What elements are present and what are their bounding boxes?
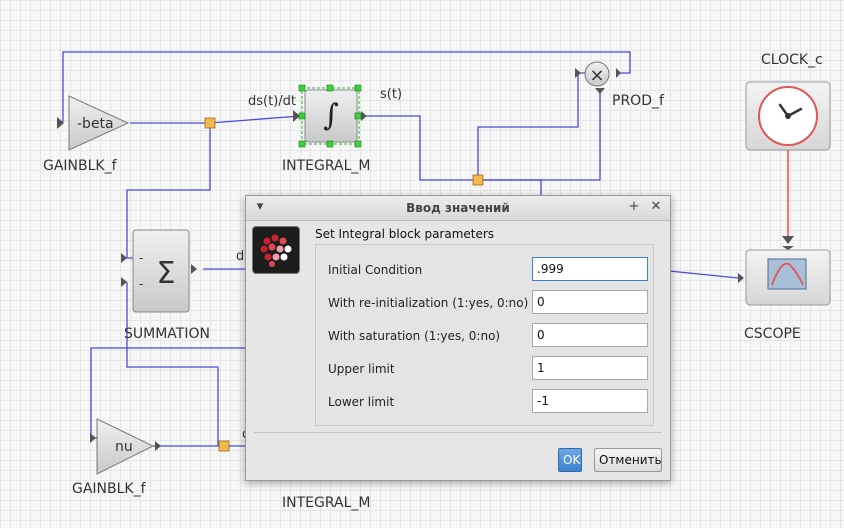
gain-nu-label: GAINBLK_f xyxy=(72,481,147,497)
saturation-input[interactable] xyxy=(532,323,648,347)
window-menu-icon[interactable]: ▾ xyxy=(256,199,264,214)
field-label: Upper limit xyxy=(328,362,395,376)
sum-out-label: d xyxy=(236,249,244,264)
field-row-reinit: With re-initialization (1:yes, 0:no) xyxy=(316,290,653,316)
gain-block-beta[interactable]: -beta GAINBLK_f xyxy=(43,95,130,174)
lower-limit-input[interactable] xyxy=(532,389,648,413)
scope-block[interactable]: CSCOPE xyxy=(744,249,831,342)
link-arrowheads xyxy=(57,68,794,451)
scilab-logo-icon xyxy=(252,226,300,274)
initial-condition-input[interactable] xyxy=(532,257,648,281)
gain-nu-symbol: nu xyxy=(115,439,133,455)
selection-handles[interactable] xyxy=(298,84,362,148)
clock-label: CLOCK_c xyxy=(761,52,823,68)
integral-bottom-label: INTEGRAL_M xyxy=(282,495,370,511)
summation-label: SUMMATION xyxy=(124,326,210,342)
gain-beta-label: GAINBLK_f xyxy=(43,158,118,174)
reinit-input[interactable] xyxy=(532,290,648,314)
field-row-initial-condition: Initial Condition xyxy=(316,257,653,283)
field-label: With re-initialization (1:yes, 0:no) xyxy=(328,296,529,310)
field-row-saturation: With saturation (1:yes, 0:no) xyxy=(316,323,653,349)
pin-icon[interactable]: + xyxy=(628,199,640,214)
split-points[interactable] xyxy=(204,117,484,452)
field-row-lower-limit: Lower limit xyxy=(316,389,653,415)
field-label: Lower limit xyxy=(328,395,395,409)
upper-limit-input[interactable] xyxy=(532,356,648,380)
integral-out-label: s(t) xyxy=(380,87,402,102)
product-block[interactable]: × PROD_f xyxy=(584,61,665,109)
field-label: Initial Condition xyxy=(328,263,423,277)
ok-button[interactable]: OK xyxy=(558,448,582,472)
field-row-upper-limit: Upper limit xyxy=(316,356,653,382)
gain-beta-symbol: -beta xyxy=(77,116,114,132)
multiply-icon: × xyxy=(589,65,604,86)
close-icon[interactable]: ✕ xyxy=(650,199,662,214)
integral-in-label: ds(t)/dt xyxy=(248,94,296,109)
integral-top-label: INTEGRAL_M xyxy=(282,158,370,174)
summation-symbol: Σ xyxy=(157,256,176,291)
product-label: PROD_f xyxy=(612,93,665,109)
link-lines[interactable] xyxy=(62,51,739,447)
scope-label: CSCOPE xyxy=(744,326,801,342)
dialog-titlebar[interactable]: ▾ Ввод значений + ✕ xyxy=(246,196,670,221)
dialog-title: Ввод значений xyxy=(406,201,510,215)
cancel-button[interactable]: Отменить xyxy=(594,448,662,472)
sum-in2-sign: - xyxy=(139,277,143,291)
integral-block-top[interactable]: ∫ ds(t)/dt s(t) INTEGRAL_M xyxy=(248,84,402,174)
gain-block-nu[interactable]: nu GAINBLK_f xyxy=(72,418,155,497)
dialog-separator xyxy=(254,432,662,433)
field-label: With saturation (1:yes, 0:no) xyxy=(328,329,501,343)
sum-in1-sign: - xyxy=(139,251,143,265)
parameters-panel: Initial Condition With re-initialization… xyxy=(315,244,654,426)
summation-block[interactable]: Σ - - d SUMMATION xyxy=(124,229,244,342)
dialog-heading: Set Integral block parameters xyxy=(315,227,495,241)
set-parameters-dialog: ▾ Ввод значений + ✕ Set Integral block p… xyxy=(245,195,671,481)
clock-block[interactable]: CLOCK_c xyxy=(745,52,831,236)
integral-symbol: ∫ xyxy=(323,98,339,133)
